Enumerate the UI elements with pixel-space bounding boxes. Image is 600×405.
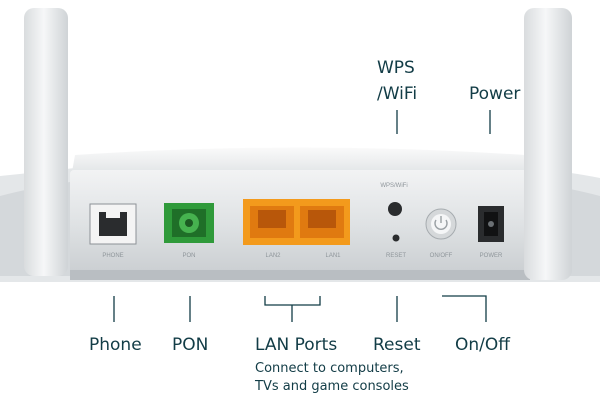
- power-print: POWER: [480, 253, 503, 259]
- pon-port: [164, 203, 214, 243]
- pon-port-print: PON: [182, 253, 195, 259]
- left-antenna: [24, 8, 68, 276]
- phone-port: [89, 203, 137, 245]
- pon-label: PON: [172, 335, 209, 355]
- lan-leader-bracket: [264, 296, 321, 306]
- wps-wifi-print: WPS/WiFi: [380, 183, 407, 189]
- reset-label: Reset: [373, 335, 421, 355]
- lan-ports-note-line2: TVs and game consoles: [255, 379, 409, 394]
- on-off-label: On/Off: [455, 335, 510, 355]
- lan-ports: [243, 199, 350, 245]
- phone-port-print: PHONE: [102, 253, 123, 259]
- power-label: Power: [469, 84, 521, 104]
- on-off-leader-line: [442, 295, 487, 322]
- callout-lines: [113, 110, 491, 322]
- reset-print: RESET: [386, 253, 406, 259]
- on-off-button: [425, 208, 457, 240]
- wps-wifi-button: [388, 202, 402, 216]
- phone-label: Phone: [89, 335, 142, 355]
- reset-hole: [392, 234, 400, 242]
- wps-wifi-label: WPS /WiFi: [377, 58, 417, 104]
- lan2-port-print: LAN2: [265, 253, 281, 259]
- lan-ports-label: LAN Ports: [255, 335, 338, 355]
- wps-label-line1: WPS: [377, 58, 415, 78]
- wps-label-line2: /WiFi: [377, 84, 418, 104]
- on-off-print: ON/OFF: [430, 253, 453, 259]
- lan1-port-print: LAN1: [325, 253, 341, 259]
- right-antenna: [524, 8, 572, 280]
- power-jack: [478, 206, 504, 242]
- lan-ports-note-line1: Connect to computers,: [255, 361, 404, 376]
